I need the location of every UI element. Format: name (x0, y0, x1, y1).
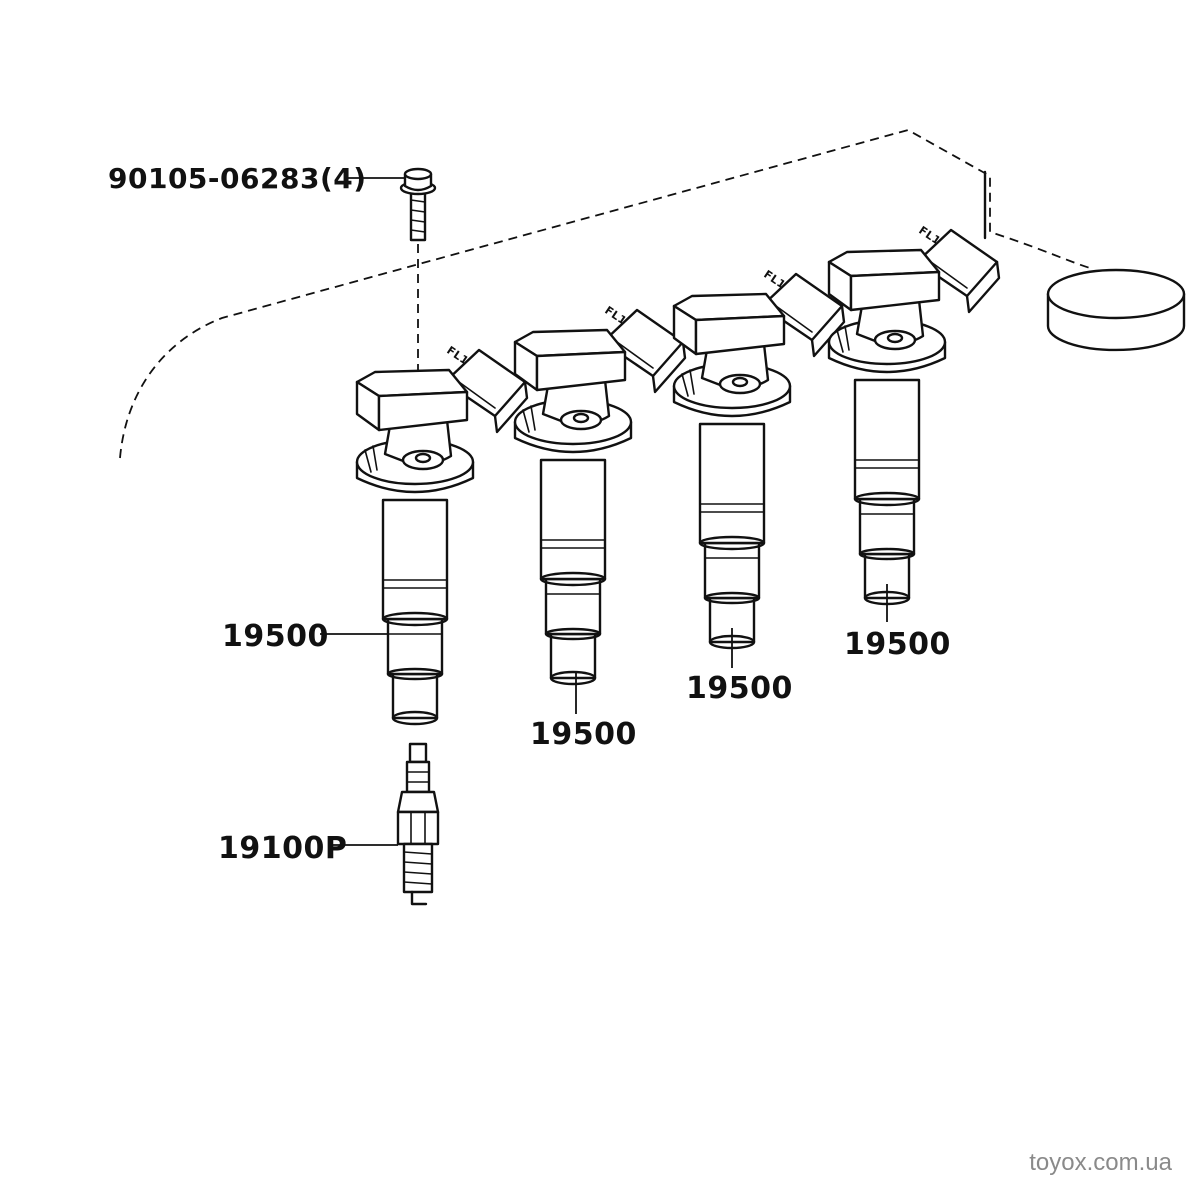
ignition-coil-4 (827, 228, 1001, 606)
callout-bolt: 90105-06283(4) (108, 162, 367, 195)
spark-plug (396, 742, 440, 906)
callout-coil-3: 19500 (686, 671, 793, 706)
ignition-coil-2 (513, 308, 687, 686)
engine-outline-dashed (119, 129, 1091, 459)
ignition-coil-1 (355, 348, 529, 726)
callout-coil-1: 19500 (222, 619, 329, 654)
callout-coil-4: 19500 (844, 627, 951, 662)
grommet-part (1046, 268, 1186, 352)
ignition-coil-3 (672, 272, 846, 650)
watermark-text: toyox.com.ua (1029, 1149, 1172, 1176)
callout-spark-plug: 19100P (218, 831, 347, 866)
mounting-bolt (399, 167, 437, 242)
callout-coil-2: 19500 (530, 717, 637, 752)
